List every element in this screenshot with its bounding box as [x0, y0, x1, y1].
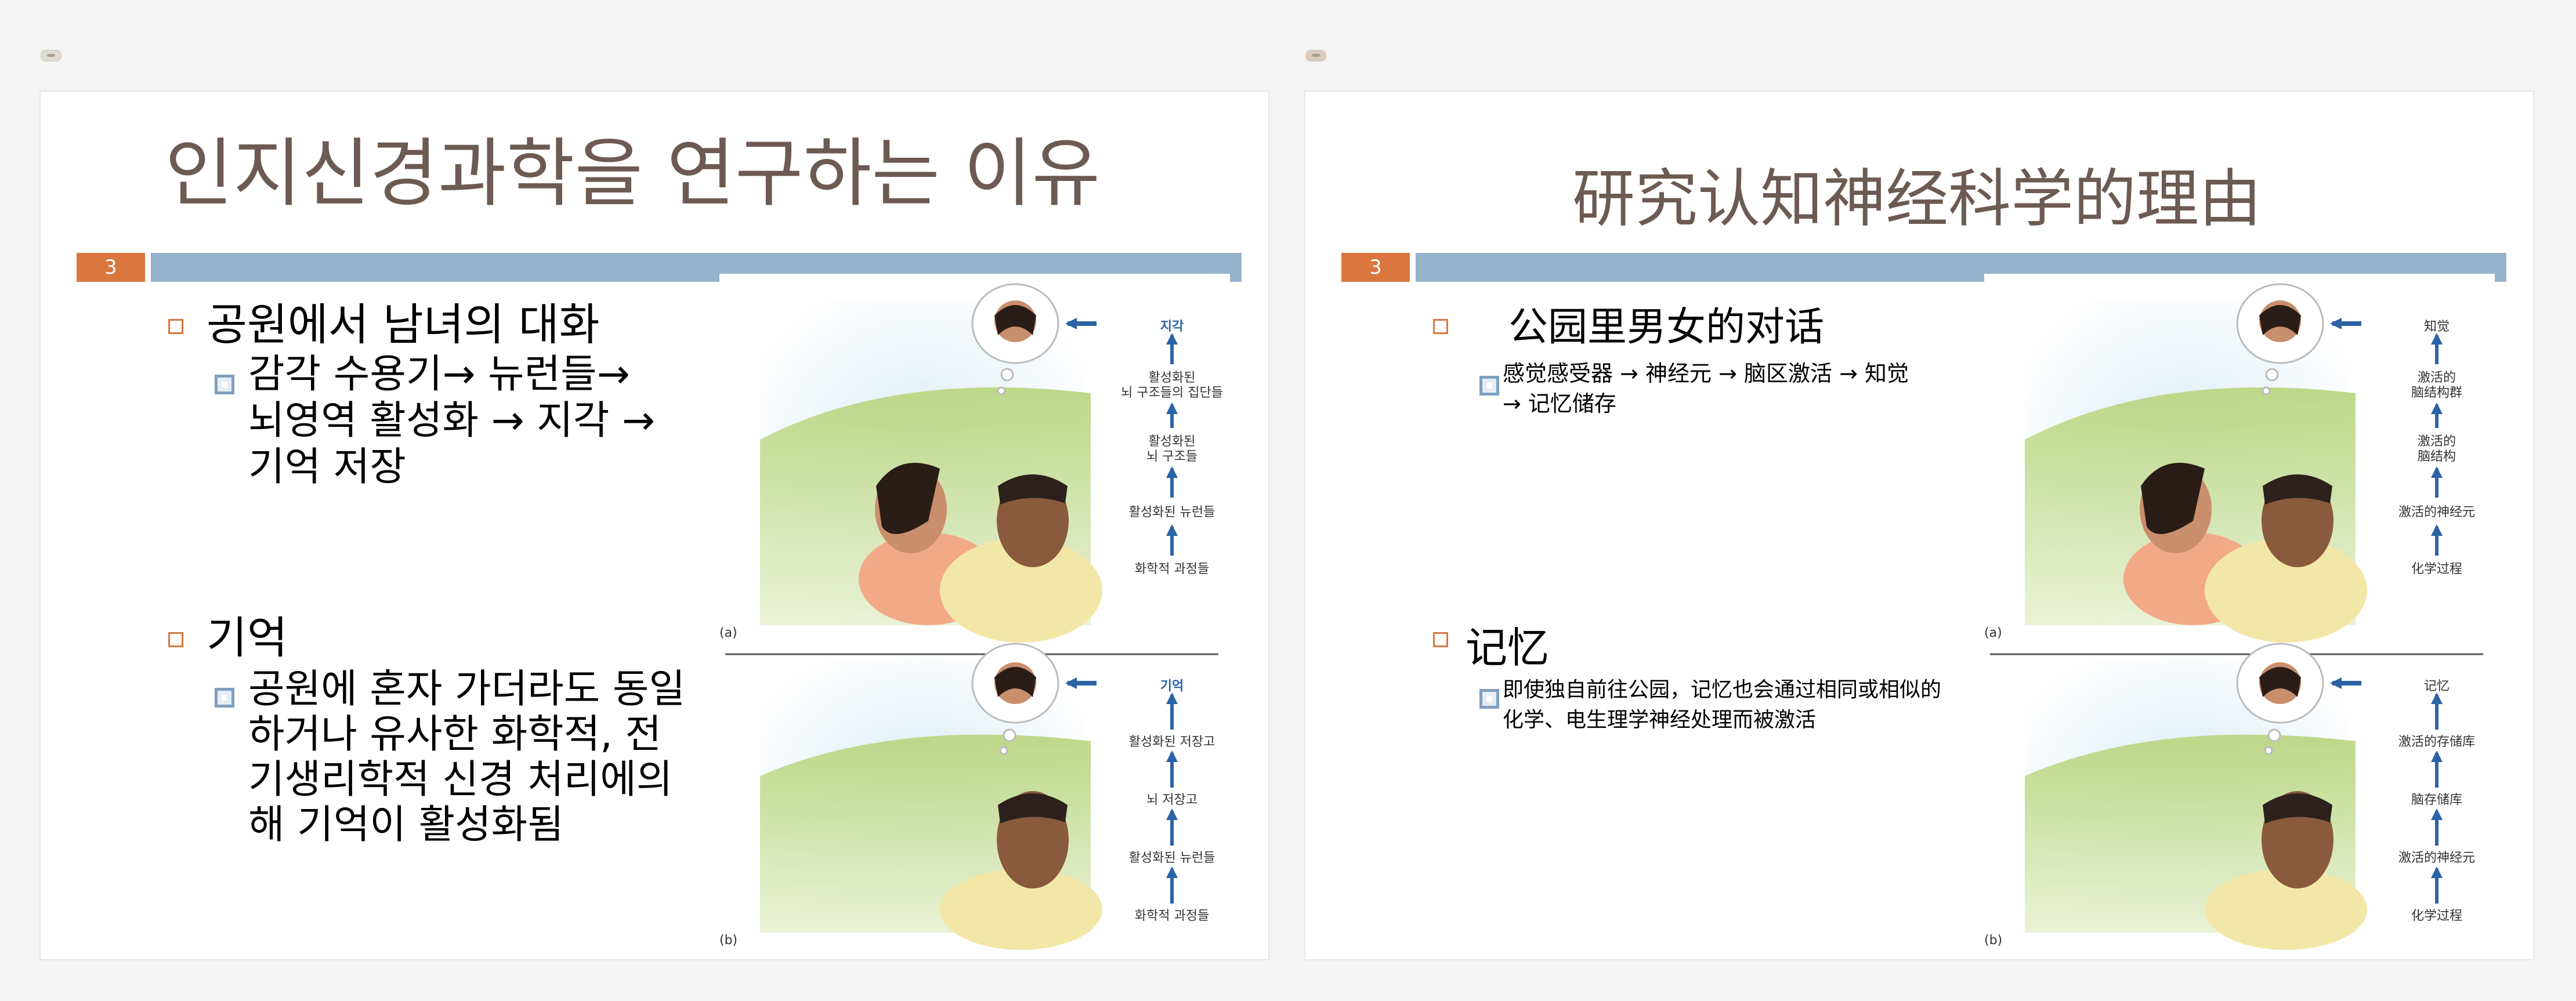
- slide-chinese: 研究认知神经科学的理由 3 公园里男女的对话 感觉感受器 → 神经元 → 脑区激…: [1304, 90, 2534, 960]
- step-label: 활성화된 뉴런들: [1129, 505, 1215, 520]
- text-line: 해 기억이 활성화됨: [248, 802, 564, 848]
- slide-title: 인지신경과학을 연구하는 이유: [165, 130, 1101, 217]
- text-line: 공원에 혼자 가더라도 동일: [248, 666, 686, 712]
- step-label: 기억: [1160, 679, 1184, 694]
- slide-number: 3: [1341, 253, 1410, 282]
- slide-number: 3: [77, 253, 145, 282]
- bullet-heading-conversation: 공원에서 남녀의 대화: [207, 299, 600, 350]
- step-label: 지각: [1160, 320, 1184, 334]
- sub-bullet-marker: [1479, 376, 1499, 396]
- step-label: 激活的脑结构群: [2411, 371, 2462, 400]
- step-label: 활성화된 저장고: [1129, 735, 1215, 749]
- sub-bullet-text: 即使独自前往公园，记忆也会通过相同或相似的 化学、电生理学神经处理而被激活: [1503, 675, 1941, 735]
- step-label: 활성화된 뉴런들: [1129, 851, 1215, 865]
- bullet-marker: [168, 632, 183, 647]
- figure-illustration: (a) (b) 知觉 激活的脑结构群: [1984, 283, 2483, 950]
- sub-bullet-text: 감각 수용기→ 뉴런들→ 뇌영역 활성화 → 지각 → 기억 저장: [248, 351, 655, 491]
- text-line: 기억 저장: [248, 444, 406, 490]
- sub-bullet-text: 感觉感受器 → 神经元 → 脑区激活 → 知觉 → 记忆储存: [1503, 358, 1909, 419]
- step-label: 激活的脑结构: [2418, 434, 2456, 464]
- neuroscience-figure: (a) (b) 知觉 激活的脑结构群: [1984, 277, 2506, 950]
- text-line: 化学、电生理学神经处理而被激活: [1503, 708, 1817, 732]
- step-label: 激活的神经元: [2398, 851, 2475, 865]
- bullet-heading-memory: 记忆: [1466, 623, 1550, 672]
- bullet-heading-memory: 기억: [207, 612, 288, 663]
- panel-b-label: (b): [1984, 933, 2002, 948]
- step-label: 激活的神经元: [2398, 505, 2475, 520]
- text-line: 뇌영역 활성화 → 지각 →: [248, 398, 655, 444]
- panel-a-label: (a): [719, 626, 737, 640]
- step-label: 知觉: [2424, 320, 2450, 334]
- sub-bullet-text: 공원에 혼자 가더라도 동일 하거나 유사한 화학적, 전 기생리학적 신경 처…: [248, 667, 685, 848]
- slide-thumbnail-icon[interactable]: [41, 50, 61, 61]
- text-line: 기생리학적 신경 처리에의: [248, 757, 673, 803]
- step-label: 激活的存储库: [2398, 735, 2475, 749]
- panel-a-label: (a): [1984, 626, 2002, 640]
- text-line: 감각 수용기→ 뉴런들→: [248, 351, 630, 397]
- text-line: 感觉感受器 → 神经元 → 脑区激活 → 知觉: [1503, 361, 1909, 386]
- step-label: 화학적 과정들: [1135, 909, 1209, 923]
- step-label: 化学过程: [2411, 909, 2462, 923]
- sub-bullet-marker: [215, 375, 234, 394]
- title-band: [151, 253, 1242, 282]
- step-label: 脑存储库: [2411, 793, 2462, 807]
- bullet-marker: [1433, 319, 1448, 334]
- slide-korean: 인지신경과학을 연구하는 이유 3 공원에서 남녀의 대화 감각 수용기→ 뉴런…: [39, 90, 1269, 960]
- step-label: 记忆: [2424, 679, 2450, 694]
- bullet-marker: [168, 319, 183, 334]
- sub-bullet-marker: [215, 688, 234, 708]
- figure-illustration: (a) (b) 지각 활성화된: [719, 283, 1223, 950]
- bullet-marker: [1433, 632, 1448, 647]
- slide-thumbnail-icon[interactable]: [1305, 50, 1326, 61]
- step-label: 화학적 과정들: [1135, 562, 1209, 576]
- text-line: 하거나 유사한 화학적, 전: [248, 712, 662, 757]
- text-line: → 记忆储存: [1503, 391, 1616, 416]
- panel-b-label: (b): [719, 933, 737, 948]
- step-label: 化学过程: [2411, 562, 2462, 576]
- slide-title: 研究认知神经科学的理由: [1572, 163, 2262, 235]
- neuroscience-figure: (a) (b) 지각 활성화된: [719, 277, 1242, 950]
- bullet-heading-conversation: 公园里男女的对话: [1508, 304, 1825, 350]
- text-line: 即使独自前往公园，记忆也会通过相同或相似的: [1503, 678, 1942, 702]
- title-band: [1416, 253, 2506, 282]
- step-label: 뇌 저장고: [1146, 793, 1197, 807]
- sub-bullet-marker: [1479, 689, 1499, 709]
